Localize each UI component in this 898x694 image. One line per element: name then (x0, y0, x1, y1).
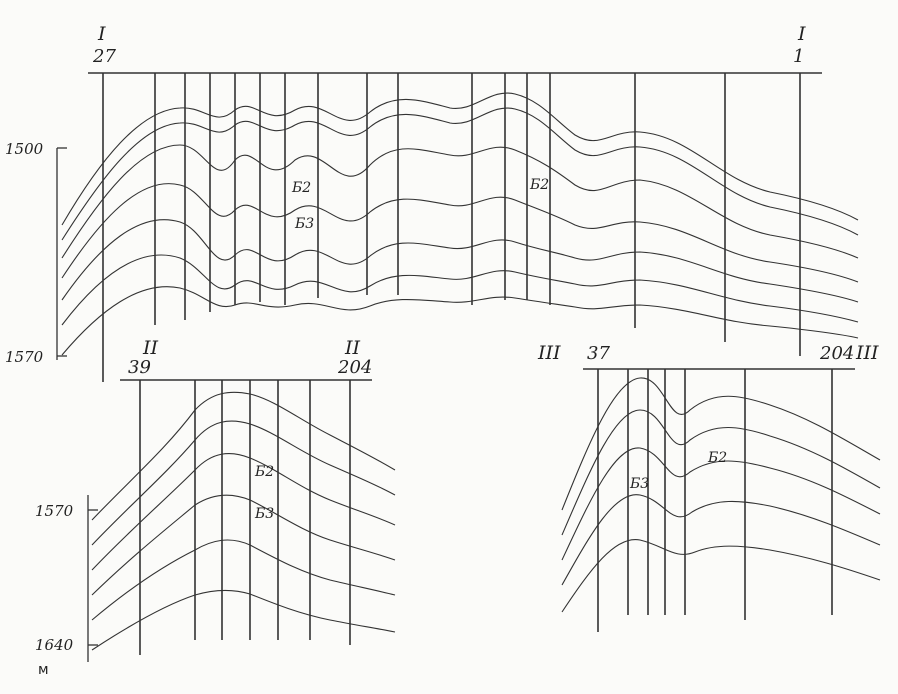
depth-label-1570: 1570 (35, 502, 74, 520)
profile-i-layer (61, 254, 859, 326)
profile-iii-start-label: III (537, 342, 561, 364)
profile-iii: III 37 204 III Б2 Б3 (537, 342, 881, 632)
profile-iii-layers (561, 377, 881, 613)
profile-ii-depth-axis (87, 495, 98, 662)
profile-i-layers (61, 92, 859, 356)
profile-ii: II 39 II 204 1570 1640 м Б2 Б3 (35, 337, 396, 678)
profile-ii-end-label: II (344, 337, 361, 359)
profile-i-wells (102, 73, 801, 382)
bed-label-b2: Б2 (707, 450, 727, 466)
profile-i-end-label: I (797, 23, 806, 45)
profile-iii-layer (561, 447, 881, 561)
bed-label-b3: Б3 (629, 476, 649, 492)
depth-label-1640: 1640 (35, 636, 74, 654)
bed-label-b3: Б3 (294, 216, 314, 232)
bed-label-b2: Б2 (254, 464, 274, 480)
profile-ii-end-well: 204 (337, 357, 372, 378)
profile-iii-bottom-layer (561, 539, 881, 613)
profile-i-start-well: 27 (92, 46, 116, 67)
bed-label-b3: Б3 (254, 506, 274, 522)
profile-iii-top-layer (561, 377, 881, 511)
profile-ii-layer (91, 420, 396, 546)
profile-i-start-label: I (97, 23, 106, 45)
bed-label-b2: Б2 (291, 180, 311, 196)
depth-label-1570: 1570 (5, 348, 44, 366)
profile-iii-end-label: III (855, 342, 879, 364)
profile-i-layer (61, 144, 859, 259)
profile-iii-wells (597, 369, 833, 632)
bed-label-b2: Б2 (529, 177, 549, 193)
profile-i-top-layer (61, 92, 859, 226)
profile-i-layer (61, 219, 859, 303)
profile-ii-start-label: II (142, 337, 159, 359)
profile-iii-layer (561, 494, 881, 586)
profile-iii-layer (561, 409, 881, 536)
profile-i: I 27 I 1 1500 1570 Б2 Б3 Б2 (5, 23, 859, 382)
depth-unit-label: м (38, 662, 49, 678)
profile-i-layer (61, 107, 859, 241)
profile-i-layer (61, 183, 859, 283)
profile-ii-start-well: 39 (128, 357, 151, 378)
profile-i-depth-axis (56, 147, 67, 360)
profile-i-bottom-layer (61, 286, 859, 356)
profile-i-end-well: 1 (793, 46, 804, 67)
depth-label-1500: 1500 (5, 140, 44, 158)
profile-iii-start-well: 37 (587, 343, 610, 364)
profile-ii-wells (139, 380, 351, 655)
profile-iii-end-well: 204 (819, 343, 854, 364)
